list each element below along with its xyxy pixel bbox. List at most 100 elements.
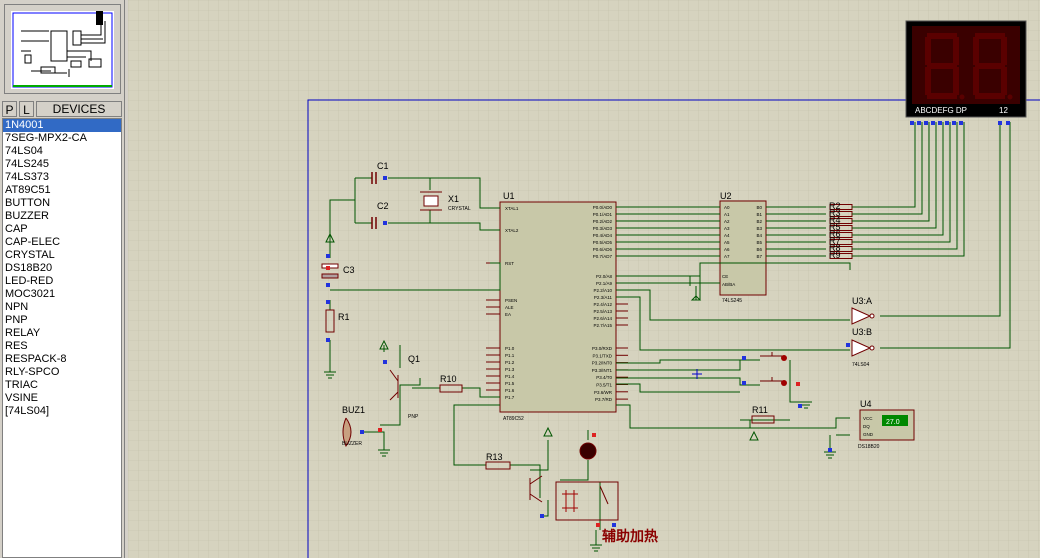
device-list-item[interactable]: 74LS373: [5, 171, 50, 183]
device-list-item[interactable]: 7SEG-MPX2-CA: [5, 132, 87, 144]
device-list-item[interactable]: DS18B20: [5, 262, 53, 274]
overview-window[interactable]: [4, 4, 121, 94]
device-bar: P L DEVICES: [2, 101, 122, 118]
resistor-r11[interactable]: R11: [751, 405, 775, 424]
device-list-item[interactable]: CRYSTAL: [5, 249, 55, 261]
u4-gnd: GND: [863, 432, 874, 437]
led-indicator[interactable]: [579, 442, 597, 460]
u2-pin-label: B7: [756, 254, 762, 259]
u2-pin-label: A6: [724, 247, 730, 252]
buz1-ref: BUZ1: [342, 405, 365, 415]
button-2[interactable]: [760, 377, 787, 386]
resistor-r1[interactable]: R1: [325, 309, 350, 333]
sheet-border: [307, 99, 1040, 558]
sensor-u4[interactable]: 27.0 VCC DQ GND U4 DS18B20: [858, 399, 915, 450]
device-list-item[interactable]: CAP: [5, 223, 28, 235]
u1-pin-label: P2.5/A13: [593, 309, 612, 314]
u2-chip[interactable]: U2 74LS245 A0A1A2A3A4A5A6A7B0B1B2B3B4B5B…: [719, 191, 767, 304]
overview-preview[interactable]: [11, 11, 114, 89]
u2-pin-label: B1: [756, 212, 762, 217]
seg-pins-label: ABCDEFG DP: [915, 106, 967, 115]
device-list-item[interactable]: TRIAC: [5, 379, 38, 391]
device-list-item[interactable]: VSINE: [5, 392, 39, 404]
device-list-item[interactable]: RELAY: [5, 327, 41, 339]
relay[interactable]: [555, 481, 619, 521]
device-list-item[interactable]: [74LS04]: [5, 405, 50, 417]
device-list-item[interactable]: NPN: [5, 301, 29, 313]
u1-type: AT89C52: [503, 416, 524, 422]
u1-ref: U1: [503, 191, 515, 201]
u2-pin-label: A5: [724, 240, 730, 245]
u1-pin-label: P3.3/INT1: [592, 368, 613, 373]
c3-ref: C3: [343, 265, 355, 275]
pick-devices-button[interactable]: P: [2, 101, 17, 117]
u1-pin-label: P0.5/AD5: [593, 240, 613, 245]
device-list-item[interactable]: PNP: [5, 314, 28, 326]
u1-pin-label: P3.5/T1: [596, 383, 612, 388]
buzzer-buz1[interactable]: BUZ1 BUZZER: [342, 405, 365, 448]
u3a-ref: U3:A: [852, 296, 872, 306]
u2-pin-label: A3: [724, 226, 730, 231]
seven-seg-display[interactable]: ABCDEFG DP 12: [905, 20, 1027, 118]
r10-ref: R10: [440, 374, 457, 384]
r13-ref: R13: [486, 452, 503, 462]
u1-pin-label: P3.2/INT0: [592, 361, 613, 366]
device-list-item[interactable]: AT89C51: [5, 184, 51, 196]
u2-pin-label: A4: [724, 233, 730, 238]
resistor-r2-ref: R2: [829, 201, 841, 211]
schematic-drawing[interactable]: ABCDEFG DP 12 U1 AT89C52 XTAL1XTAL2RSTPS…: [128, 0, 1040, 558]
device-list-item[interactable]: RESPACK-8: [5, 353, 67, 365]
resistor-r6-ref: R6: [829, 229, 841, 239]
pin-markers-red: [326, 266, 800, 527]
device-list-item[interactable]: BUTTON: [5, 197, 51, 209]
device-list-item[interactable]: RES: [5, 340, 28, 352]
u1-pin-label: P1.3: [505, 367, 515, 372]
button-1[interactable]: [760, 352, 787, 361]
buz1-type: BUZZER: [342, 441, 362, 447]
u1-pin-label: P0.1/AD1: [593, 212, 613, 217]
u1-pin-label: P0.4/AD4: [593, 233, 613, 238]
library-manager-button[interactable]: L: [19, 101, 34, 117]
u1-pin-label: P2.2/A10: [593, 288, 612, 293]
resistor-r5-ref: R5: [829, 222, 841, 232]
device-list-item[interactable]: LED-RED: [5, 275, 54, 287]
device-list-item[interactable]: BUZZER: [5, 210, 49, 222]
u1-pin-label: EA: [505, 312, 511, 317]
crystal-x1[interactable]: X1 CRYSTAL: [420, 191, 471, 212]
u2-type: 74LS245: [722, 298, 742, 304]
c2-ref: C2: [377, 201, 389, 211]
capacitor-c2[interactable]: C2: [371, 201, 389, 229]
u1-pin-label: P1.5: [505, 381, 515, 386]
u1-pin-label: P0.7/AD7: [593, 254, 613, 259]
u4-type: DS18B20: [858, 444, 880, 450]
resistor-r8-ref: R8: [829, 243, 841, 253]
capacitor-c1[interactable]: C1: [371, 161, 389, 184]
resistor-r10[interactable]: R10: [439, 374, 463, 393]
resistor-r9-ref: R9: [829, 250, 841, 260]
u4-display: 27.0: [886, 419, 900, 426]
relay-transistor[interactable]: [529, 475, 543, 503]
device-list-item[interactable]: CAP-ELEC: [5, 236, 61, 248]
device-list-item[interactable]: 74LS04: [5, 145, 43, 157]
device-list-item[interactable]: 74LS245: [5, 158, 50, 170]
inverter-u3a[interactable]: U3:A: [851, 296, 875, 325]
inverter-u3b[interactable]: U3:B 74LS04: [851, 327, 875, 368]
u1-pin-label: P0.6/AD6: [593, 247, 613, 252]
cursor-crosshair: [692, 369, 702, 379]
device-list-item[interactable]: RLY-SPCO: [5, 366, 60, 378]
u1-pin-label: P2.7/A15: [593, 323, 612, 328]
u1-chip[interactable]: U1 AT89C52 XTAL1XTAL2RSTPSENALEEAP1.0P1.…: [486, 191, 628, 422]
u1-pin-label: P2.3/A11: [594, 295, 613, 300]
u1-pin-label: P3.4/T0: [596, 375, 612, 380]
resistor-r13[interactable]: R13: [485, 452, 511, 470]
device-list-item[interactable]: MOC3021: [5, 288, 56, 300]
transistor-q1[interactable]: Q1 PNP: [389, 354, 420, 420]
u2-pin-label: B0: [756, 205, 762, 210]
device-list-item[interactable]: 1N4001: [3, 119, 121, 132]
u1-pin-label: RST: [505, 261, 514, 266]
devices-title: DEVICES: [36, 101, 122, 117]
q1-type: PNP: [408, 414, 419, 420]
